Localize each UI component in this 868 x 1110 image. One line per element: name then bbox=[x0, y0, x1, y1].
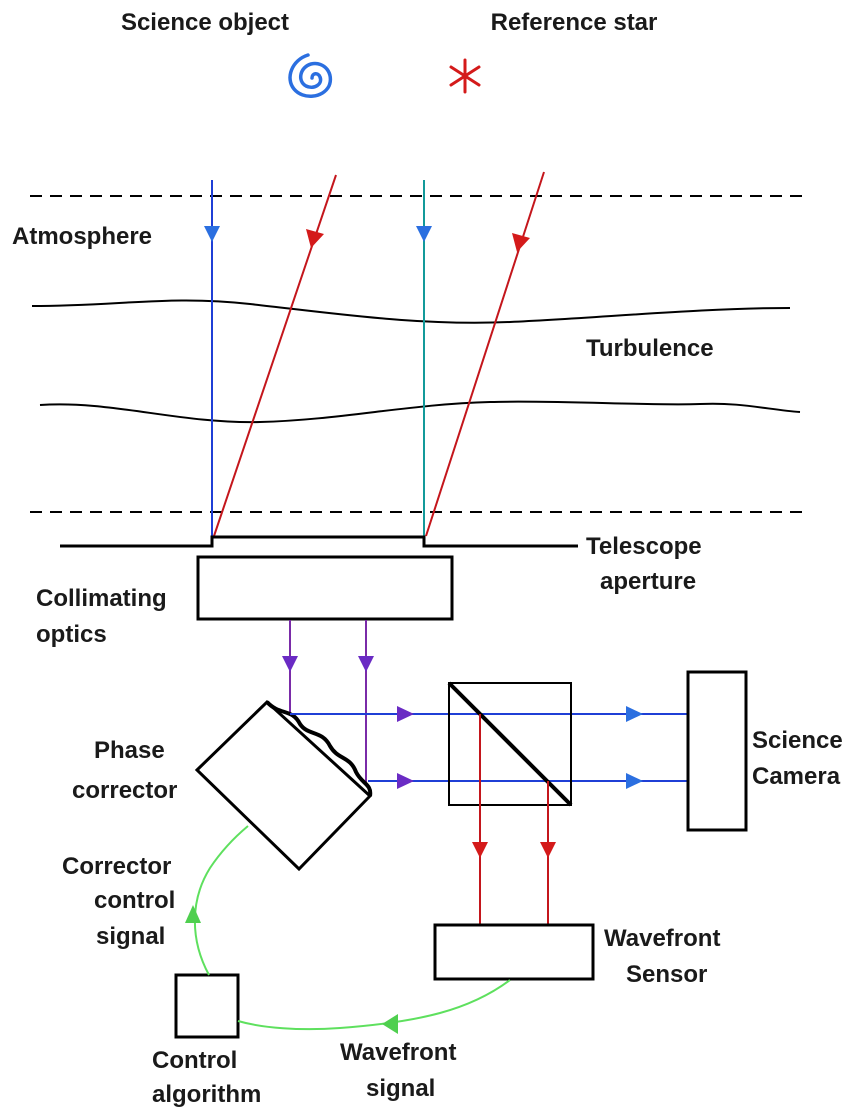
wavefront-sensor-label-line2: Sensor bbox=[626, 961, 707, 988]
wavefront-signal-path bbox=[237, 979, 511, 1031]
control-label-line2: algorithm bbox=[152, 1081, 261, 1108]
collimating-label-line1: Collimating bbox=[36, 585, 167, 612]
beam-splitter-cube bbox=[448, 682, 572, 806]
telescope-label-line2: aperture bbox=[600, 568, 696, 595]
corrector-control-label-line3: signal bbox=[96, 923, 165, 950]
corrector-control-path bbox=[193, 825, 249, 976]
sensor-beam-left-arrow bbox=[472, 842, 488, 858]
corrector-control-arrow bbox=[185, 905, 201, 923]
science-camera-label-line1: Science bbox=[752, 727, 843, 754]
corrector-control-label-line2: control bbox=[94, 887, 175, 914]
turbulence-layer-1 bbox=[31, 299, 791, 324]
beam-upper-arrow-1 bbox=[397, 706, 414, 722]
wavefront-signal-label-line2: signal bbox=[366, 1075, 435, 1102]
science-camera-box bbox=[686, 670, 748, 832]
atmosphere-label: Atmosphere bbox=[12, 223, 152, 250]
beam-splitter-diagonal bbox=[447, 681, 573, 807]
beam-upper-arrow-2 bbox=[626, 706, 643, 722]
control-algorithm-box bbox=[174, 973, 240, 1039]
phase-corrector-label-line1: Phase bbox=[94, 737, 165, 764]
sensor-beam-right-arrow bbox=[540, 842, 556, 858]
science-camera-label-line2: Camera bbox=[752, 763, 841, 790]
beam-left-down-arrow bbox=[282, 656, 298, 672]
asterisk-star-icon bbox=[449, 58, 481, 94]
collimating-label-line2: optics bbox=[36, 621, 107, 648]
reference-ray-left bbox=[213, 174, 337, 537]
science-object-label: Science object bbox=[121, 9, 289, 36]
spiral-galaxy-icon bbox=[288, 53, 333, 98]
science-ray-left-arrow bbox=[204, 226, 220, 242]
telescope-label-line1: Telescope bbox=[586, 533, 702, 560]
beam-right-down-arrow bbox=[358, 656, 374, 672]
phase-corrector-mirror bbox=[194, 699, 373, 872]
reference-ray-left-arrow bbox=[306, 229, 324, 248]
turbulence-label: Turbulence bbox=[586, 335, 714, 362]
collimating-optics-box bbox=[196, 555, 454, 621]
control-label-line1: Control bbox=[152, 1047, 237, 1074]
wavefront-signal-arrow bbox=[382, 1014, 398, 1034]
reference-star-label: Reference star bbox=[491, 9, 658, 36]
wavefront-sensor-label-line1: Wavefront bbox=[604, 925, 720, 952]
corrector-control-label-line1: Corrector bbox=[62, 853, 171, 880]
wavefront-signal-label-line1: Wavefront bbox=[340, 1039, 456, 1066]
beam-lower-arrow-1 bbox=[397, 773, 414, 789]
science-ray-right-arrow bbox=[416, 226, 432, 242]
wavefront-sensor-box bbox=[433, 923, 595, 981]
reference-ray-right bbox=[425, 171, 545, 537]
reference-ray-right-arrow bbox=[512, 233, 530, 252]
beam-lower-arrow-2 bbox=[626, 773, 643, 789]
telescope-aperture bbox=[60, 535, 578, 548]
phase-corrector-label-line2: corrector bbox=[72, 777, 177, 804]
turbulence-layer-2 bbox=[39, 400, 801, 424]
